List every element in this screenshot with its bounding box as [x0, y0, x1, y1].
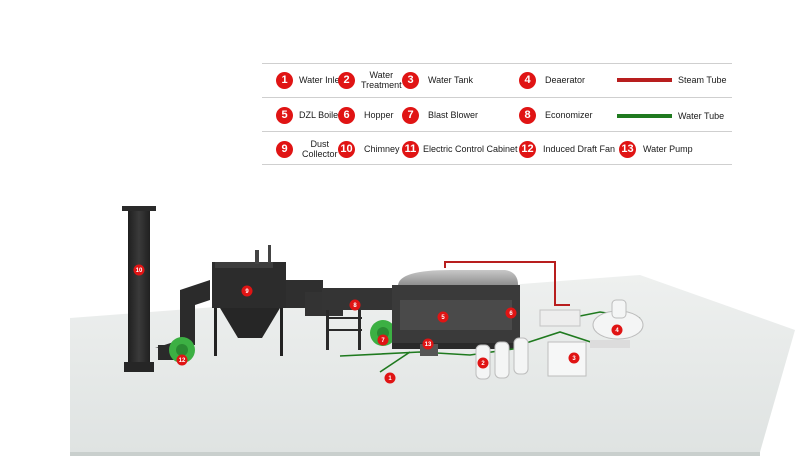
- legend-item-water-pump: 13 Water Pump: [619, 137, 693, 161]
- legend-label: Economizer: [545, 110, 593, 120]
- legend-item-dzl-boiler: 5 DZL Boiler: [276, 103, 341, 127]
- diagram-marker-7: [377, 334, 389, 346]
- diagram-marker-label: 6: [509, 311, 513, 317]
- legend-label: Hopper: [364, 110, 394, 120]
- legend-badge: 12: [519, 140, 536, 158]
- diagram-marker-2: [477, 357, 489, 369]
- diagram-marker-13: [422, 338, 434, 350]
- legend-badge: 7: [402, 106, 419, 124]
- diagram-marker-label: 4: [615, 328, 619, 334]
- diagram-marker-3: [568, 352, 580, 364]
- legend-label: Chimney: [364, 144, 400, 154]
- legend-rule: [262, 97, 732, 98]
- legend-badge: 11: [402, 140, 419, 158]
- diagram-marker-label: 13: [425, 342, 432, 348]
- legend-item-induced-draft-fan: 12 Induced Draft Fan: [519, 137, 615, 161]
- legend-item-water-treatment: 2 Water Treatment: [338, 68, 402, 92]
- diagram-marker-label: 12: [179, 358, 186, 364]
- legend-badge: 1: [276, 71, 293, 89]
- legend-badge: 5: [276, 106, 293, 124]
- diagram-marker-5: [437, 311, 449, 323]
- diagram-marker-label: 8: [353, 303, 357, 309]
- induced-draft-fan: [158, 337, 195, 363]
- legend-badge: 8: [519, 106, 536, 124]
- legend-rule-top: [262, 63, 732, 64]
- legend-label: Blast Blower: [428, 110, 479, 120]
- dust-collector: [212, 245, 286, 356]
- diagram-marker-label: 5: [441, 315, 445, 321]
- legend-label: Water Inlet: [299, 75, 343, 85]
- diagram-marker-label: 1: [388, 376, 392, 382]
- diagram-marker-1: [384, 372, 396, 384]
- legend-badge: 3: [402, 71, 419, 89]
- legend-label: Induced Draft Fan: [543, 144, 616, 154]
- legend-item-electric-control-cabinet: 11 Electric Control Cabinet: [402, 137, 518, 161]
- diagram-marker-8: [349, 299, 361, 311]
- legend-label: Water Pump: [643, 144, 693, 154]
- water-tank: [547, 341, 587, 377]
- diagram-marker-12: [176, 354, 188, 366]
- legend-label: Electric Control Cabinet: [423, 144, 518, 154]
- floor-edge: [70, 452, 760, 456]
- diagram-marker-label: 2: [481, 361, 485, 367]
- steam-tube: [444, 261, 570, 306]
- diagram-marker-6: [505, 307, 517, 319]
- legend-label: Water Treatment: [361, 70, 402, 90]
- legend-label: Water Tube: [678, 111, 725, 121]
- legend-badge: 6: [338, 106, 355, 124]
- legend-badge: 10: [338, 140, 355, 158]
- legend: 1 Water Inlet 2 Water Treatment 3 Water …: [262, 63, 732, 165]
- water-treatment: [475, 337, 529, 380]
- legend-item-dust-collector: 9 Dust Collector: [276, 137, 338, 161]
- legend-item-blast-blower: 7 Blast Blower: [402, 103, 478, 127]
- legend-rule: [262, 131, 732, 132]
- legend-item-deaerator: 4 Deaerator: [519, 68, 585, 92]
- diagram-marker-9: [241, 285, 253, 297]
- legend-item-chimney: 10 Chimney: [338, 137, 400, 161]
- legend-badge: 4: [519, 71, 536, 89]
- diagram-marker-label: 3: [572, 356, 576, 362]
- legend-label: Steam Tube: [678, 75, 727, 85]
- steam-header: [539, 309, 581, 327]
- legend-item-economizer: 8 Economizer: [519, 103, 593, 127]
- legend-label: Dust Collector: [302, 139, 338, 159]
- legend-badge: 9: [276, 140, 293, 158]
- legend-water-tube: Water Tube: [617, 111, 724, 121]
- legend-rule-bottom: [262, 164, 732, 165]
- legend-label: Deaerator: [545, 75, 586, 85]
- legend-badge: 2: [338, 71, 355, 89]
- diagram-marker-label: 7: [381, 338, 385, 344]
- diagram-marker-label: 9: [245, 289, 249, 295]
- diagram-marker-10: [133, 264, 145, 276]
- legend-steam-tube: Steam Tube: [617, 75, 727, 85]
- diagram-marker-label: 10: [136, 268, 143, 274]
- chimney: [122, 206, 156, 372]
- legend-badge: 13: [619, 140, 636, 158]
- dzl-boiler: [392, 270, 520, 349]
- water-tube-swatch: [617, 114, 672, 118]
- diagram-marker-4: [611, 324, 623, 336]
- economizer: [322, 288, 394, 350]
- legend-label: Water Tank: [428, 75, 474, 85]
- steam-tube-swatch: [617, 78, 672, 82]
- legend-item-water-tank: 3 Water Tank: [402, 68, 473, 92]
- legend-item-water-inlet: 1 Water Inlet: [276, 68, 342, 92]
- legend-label: DZL Boiler: [299, 110, 342, 120]
- legend-item-hopper: 6 Hopper: [338, 103, 394, 127]
